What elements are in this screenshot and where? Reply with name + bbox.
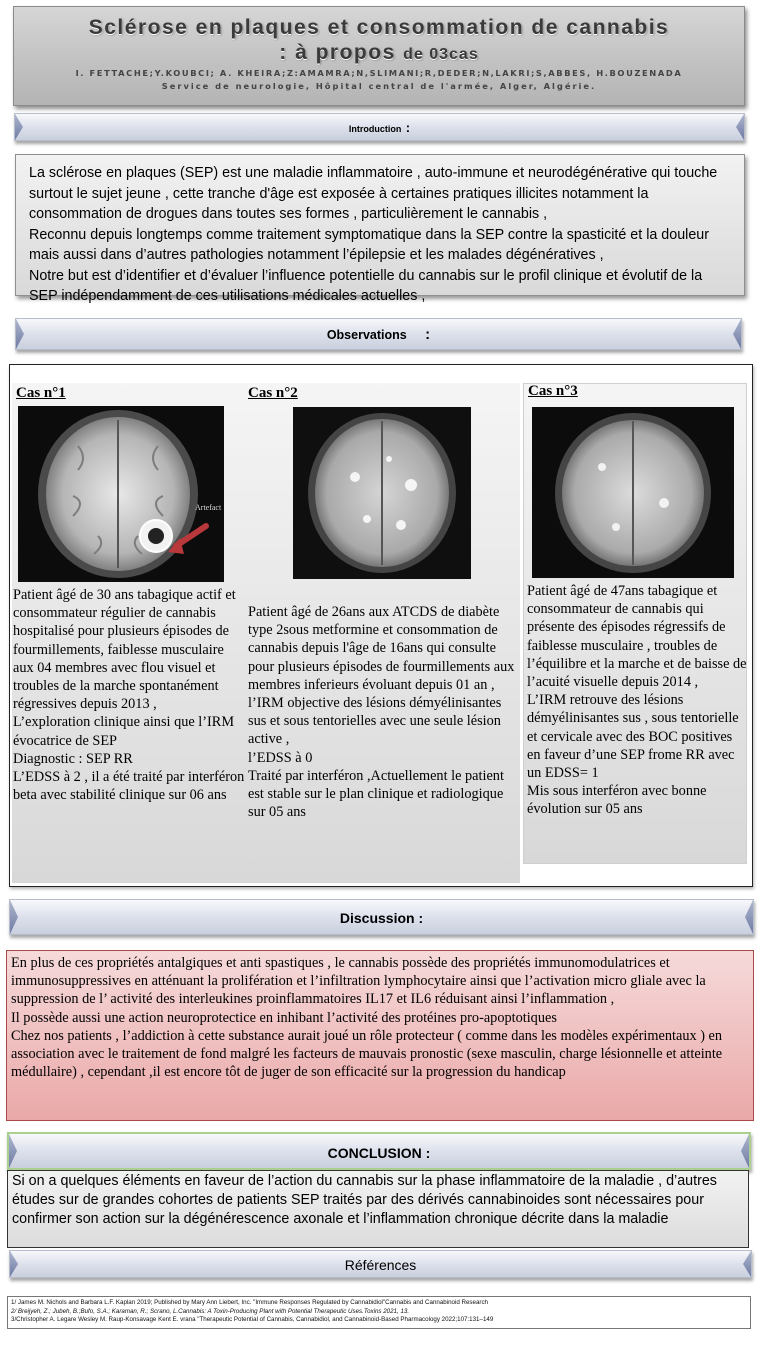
conclusion-heading-bar: CONCLUSION :: [7, 1132, 751, 1170]
case-2-mri-image: [293, 407, 471, 579]
discussion-paragraph-1: En plus de ces propriétés antalgiques et…: [11, 955, 706, 1008]
discussion-paragraph-2: Il possède aussi une action neuroprotect…: [11, 1009, 557, 1026]
discussion-box: En plus de ces propriétés antalgiques et…: [6, 950, 754, 1121]
introduction-colon: :: [405, 120, 411, 135]
affiliation: Service de neurologie, Hôpital central d…: [161, 81, 597, 91]
reference-3: 3/Christopher A. Legare Wesley M. Raup-K…: [11, 1316, 494, 1323]
poster-header: Sclérose en plaques et consommation de c…: [13, 6, 745, 106]
discussion-paragraph-3: Chez nos patients , l’addiction à cette …: [11, 1027, 723, 1081]
observations-heading: Observations: [326, 328, 407, 342]
authors-list: I. FETTACHE;Y.KOUBCI; A. KHEIRA;Z:AMAMRA…: [75, 68, 683, 78]
case-3-label: Cas n°3: [528, 383, 578, 399]
intro-paragraph-2: Reconnu depuis longtemps comme traitemen…: [29, 226, 709, 264]
case-1-label: Cas n°1: [16, 385, 66, 401]
intro-paragraph-1: La sclérose en plaques (SEP) est une mal…: [29, 165, 718, 222]
introduction-heading: Introduction: [348, 124, 402, 134]
references-heading-bar: Références: [9, 1250, 752, 1278]
observations-colon: :: [425, 326, 431, 343]
case-1-mri-image: Artefact: [18, 406, 224, 582]
case-2-column: Cas n°2 Pati: [248, 383, 520, 883]
observations-heading-bar: Observations :: [15, 318, 742, 350]
conclusion-text: Si on a quelques éléments en faveur de l…: [12, 1173, 717, 1227]
introduction-heading-bar: Introduction :: [14, 113, 745, 141]
intro-paragraph-3: Notre but est d’identifier et d’évaluer …: [29, 267, 703, 305]
introduction-box: La sclérose en plaques (SEP) est une mal…: [15, 154, 745, 304]
reference-1: 1/ James M. Nichols and Barbara L.F. Kap…: [11, 1299, 488, 1306]
title-line-1: Sclérose en plaques et consommation de c…: [88, 16, 670, 39]
case-1-description: Patient âgé de 30 ans tabagique actif et…: [13, 587, 245, 804]
references-heading: Références: [344, 1257, 417, 1273]
conclusion-box: Si on a quelques éléments en faveur de l…: [7, 1170, 749, 1248]
case-3-mri-image: [532, 407, 734, 578]
discussion-heading-bar: Discussion :: [9, 899, 754, 935]
conclusion-heading: CONCLUSION :: [327, 1145, 431, 1161]
references-list: 1/ James M. Nichols and Barbara L.F. Kap…: [7, 1296, 751, 1329]
case-2-label: Cas n°2: [248, 385, 298, 401]
title-line-2-small: de 03cas: [403, 46, 479, 63]
case-1-column: Cas n°1 Artefact: [12, 383, 248, 883]
case-1-artefact-label: Artefact: [195, 503, 222, 512]
observations-box: Cas n°1 Artefact: [9, 364, 753, 887]
poster-title: Sclérose en plaques et consommation de c…: [14, 15, 744, 67]
reference-2: 2/ Breijyeh, Z.; Jubeh, B.;Bufo, S.A.; K…: [11, 1307, 410, 1315]
case-3-column: Cas n°3 Patient âgé de 47ans: [523, 383, 747, 864]
case-2-description: Patient âgé de 26ans aux ATCDS de diabèt…: [248, 604, 515, 821]
case-3-description: Patient âgé de 47ans tabagique et consom…: [527, 583, 747, 818]
title-line-2: : à propos: [279, 41, 404, 64]
discussion-heading: Discussion :: [339, 910, 424, 926]
